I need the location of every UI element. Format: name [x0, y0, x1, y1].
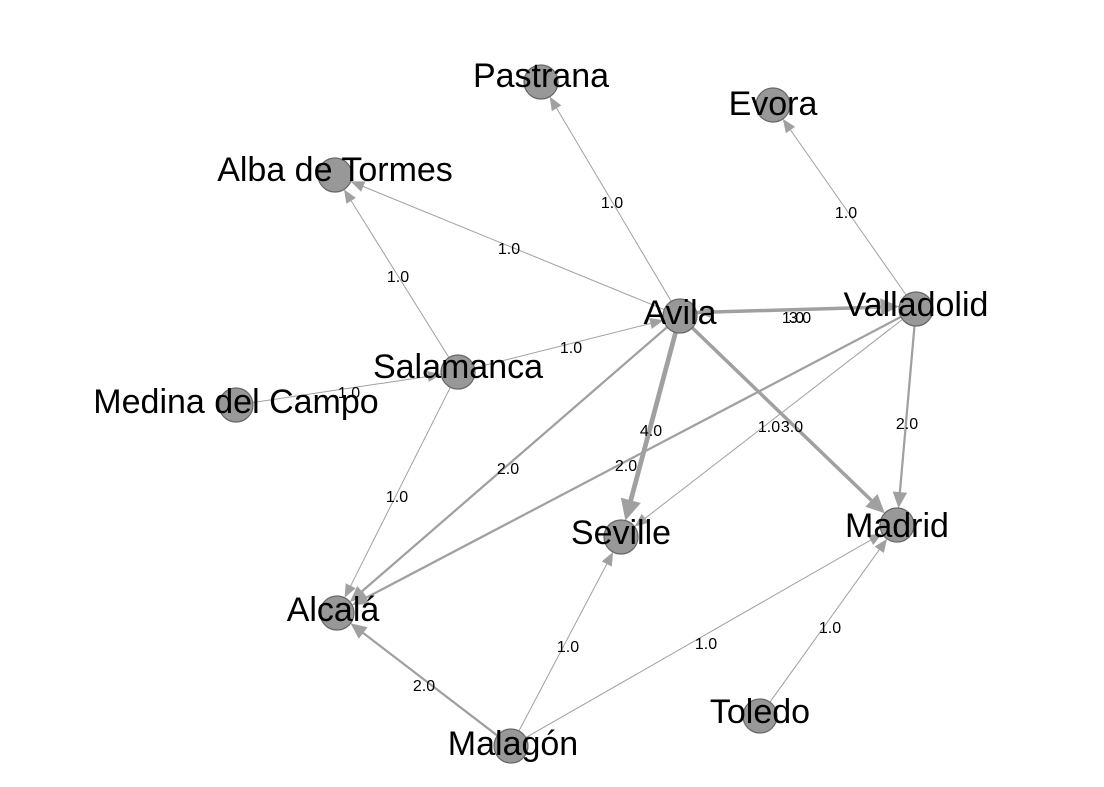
node-toledo[interactable]	[742, 698, 778, 734]
node-label-toledo: Toledo	[710, 693, 810, 731]
node-label-pastrana: Pastrana	[473, 57, 609, 95]
arrowhead-avila-to-madrid	[865, 494, 885, 514]
edge-weight-label: 1.0	[498, 241, 520, 258]
arrowhead-salamanca-to-albadetormes	[344, 189, 356, 204]
edge-valladolid-to-alcala	[365, 315, 903, 599]
edge-avila-to-alcala	[360, 325, 669, 593]
edge-weight-label: 2.0	[413, 678, 435, 695]
edge-weight-label: 2.0	[615, 458, 637, 475]
node-label-alcala: Alcalá	[287, 591, 380, 629]
arrowhead-malagon-to-seville	[601, 552, 614, 567]
node-label-evora: Evora	[729, 85, 818, 123]
edge-weight-label: 2.0	[896, 416, 918, 433]
arrowhead-avila-to-albadetormes	[350, 181, 366, 192]
edge-avila-to-madrid	[690, 326, 874, 503]
edge-toledo-to-madrid	[769, 549, 880, 703]
node-madrid[interactable]	[879, 507, 915, 543]
edge-weight-label: 3.0	[789, 310, 811, 327]
node-albadetormes[interactable]	[317, 157, 353, 193]
arrowhead-medinadelcampo-to-salamanca	[427, 370, 442, 382]
edges-layer	[252, 96, 916, 739]
node-valladolid[interactable]	[898, 291, 934, 327]
node-salamanca[interactable]	[440, 354, 476, 390]
edge-avila-to-pastrana	[556, 107, 672, 302]
arrowhead-valladolid-to-alcala	[352, 591, 370, 606]
edge-avila-to-albadetormes	[362, 186, 665, 311]
edge-weight-label: 4.0	[640, 423, 662, 440]
edge-malagon-to-seville	[518, 563, 608, 732]
edge-malagon-to-madrid	[525, 539, 871, 739]
edge-malagon-to-alcala	[362, 631, 499, 737]
arrowhead-valladolid-to-madrid	[892, 491, 908, 509]
edge-weight-label: 1.0	[387, 269, 409, 286]
edge-salamanca-to-albadetormes	[350, 200, 450, 359]
edge-avila-to-seville	[628, 330, 678, 503]
node-evora[interactable]	[755, 87, 791, 123]
arrowhead-malagon-to-madrid	[867, 533, 883, 545]
node-alcala[interactable]	[319, 595, 355, 631]
edge-weight-label: 1.0	[386, 489, 408, 506]
edge-weight-label: 1.0	[601, 195, 623, 212]
node-label-madrid: Madrid	[845, 507, 949, 545]
node-avila[interactable]	[662, 298, 698, 334]
edge-weight-label: 1.0	[819, 620, 841, 637]
edge-weight-label: 1.0	[695, 636, 717, 653]
arrowhead-avila-to-pastrana	[549, 96, 562, 112]
arrowhead-salamanca-to-avila	[649, 318, 664, 329]
arrowhead-toledo-to-madrid	[874, 538, 888, 553]
arrowhead-malagon-to-alcala	[350, 623, 368, 639]
edge-labels-layer: 1.01.01.01.01.01.01.03.01.04.02.03.02.01…	[338, 195, 918, 695]
node-label-salamanca: Salamanca	[373, 348, 543, 386]
edge-weight-label: 1.0	[782, 310, 804, 327]
arrowhead-salamanca-to-alcala	[344, 583, 356, 598]
edge-weight-label: 3.0	[781, 419, 803, 436]
arrowhead-valladolid-to-evora	[782, 118, 796, 134]
edge-salamanca-to-alcala	[350, 386, 451, 587]
node-malagon[interactable]	[493, 728, 529, 764]
edge-weight-label: 1.0	[338, 385, 360, 402]
edge-valladolid-to-madrid	[898, 324, 916, 494]
node-seville[interactable]	[603, 519, 639, 555]
edge-weight-label: 2.0	[497, 461, 519, 478]
arrowhead-valladolid-to-seville	[634, 513, 649, 527]
edge-weight-label: 1.0	[758, 419, 780, 436]
node-label-medinadelcampo: Medina del Campo	[93, 383, 378, 421]
edge-salamanca-to-avila	[474, 323, 651, 369]
edge-valladolid-to-avila	[709, 306, 900, 313]
node-label-albadetormes: Alba de Tormes	[217, 151, 453, 189]
node-medinadelcampo[interactable]	[218, 387, 254, 423]
nodes-layer	[218, 64, 934, 764]
node-label-avila: Avila	[643, 294, 716, 332]
arrowhead-valladolid-to-avila	[696, 306, 711, 318]
edge-weight-label: 1.0	[560, 340, 582, 357]
edge-valladolid-to-evora	[790, 129, 907, 296]
edge-weight-label: 1.0	[835, 205, 857, 222]
edge-weight-label: 1.0	[557, 639, 579, 656]
node-label-seville: Seville	[571, 514, 671, 552]
node-label-malagon: Malagón	[448, 725, 578, 763]
node-label-valladolid: Valladolid	[844, 286, 989, 324]
arrowhead-avila-to-seville	[620, 497, 641, 521]
edge-medinadelcampo-to-salamanca	[252, 376, 429, 403]
edge-valladolid-to-seville	[644, 318, 903, 519]
node-pastrana[interactable]	[523, 64, 559, 100]
